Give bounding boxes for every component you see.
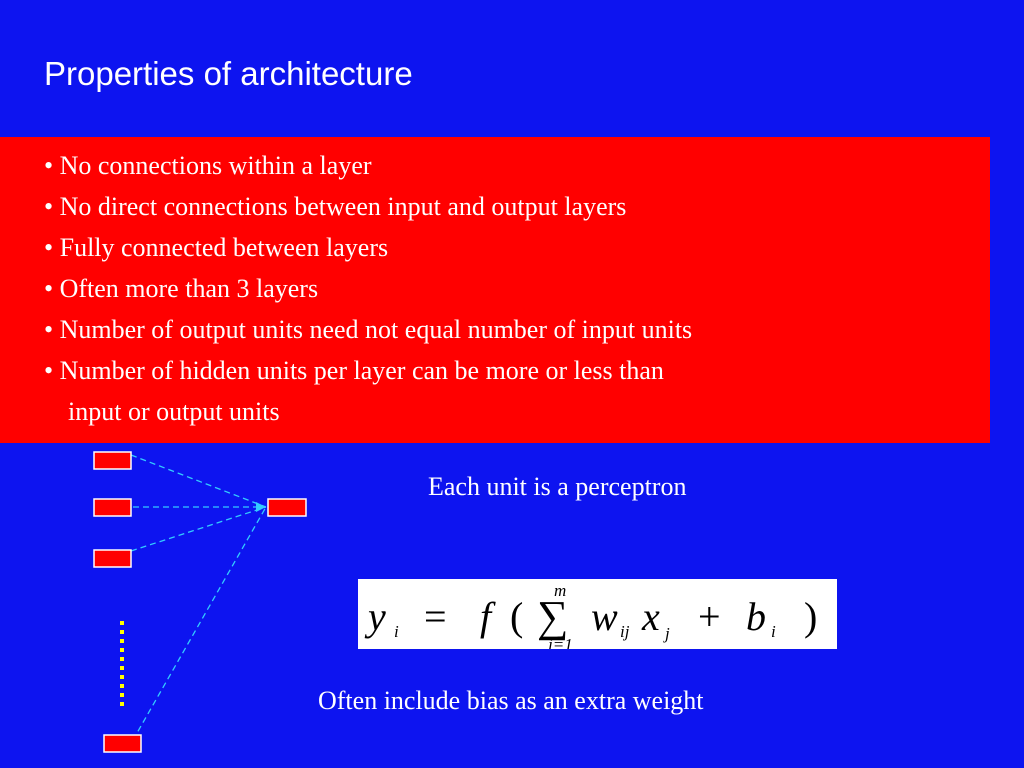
bullet-box: • No connections within a layer • No dir… xyxy=(0,137,990,443)
bullet-item: • No connections within a layer xyxy=(44,151,372,180)
connection-line xyxy=(130,454,267,508)
bullet-item-continuation: input or output units xyxy=(68,397,280,426)
bullet-item: • No direct connections between input an… xyxy=(44,192,627,221)
connection-line xyxy=(130,506,267,552)
bullet-item: • Fully connected between layers xyxy=(44,233,389,262)
bullet-item: • Number of output units need not equal … xyxy=(44,315,693,344)
formula-open-paren: ( xyxy=(510,594,523,639)
input-unit xyxy=(93,451,132,470)
formula-equals: = xyxy=(424,594,447,639)
arrowhead-icon xyxy=(256,502,266,512)
formula-input-sub: j xyxy=(663,624,670,643)
formula-weight-sub: ij xyxy=(620,622,630,641)
bias-caption: Often include bias as an extra weight xyxy=(318,686,704,715)
bullet-item: • Number of hidden units per layer can b… xyxy=(44,356,664,385)
perceptron-diagram xyxy=(93,451,307,753)
formula-func: f xyxy=(480,594,496,639)
input-unit xyxy=(93,498,132,517)
formula-sum-lower: j=1 xyxy=(546,635,573,649)
output-unit xyxy=(267,498,307,517)
formula-bias: b xyxy=(746,594,766,639)
formula-lhs: y xyxy=(364,594,386,639)
sum-icon: ∑ xyxy=(537,592,568,641)
formula-sum-upper: m xyxy=(554,581,566,600)
bullet-item: • Often more than 3 layers xyxy=(44,274,319,303)
slide-title: Properties of architecture xyxy=(44,55,413,92)
perceptron-formula: y i = f ( m ∑ j=1 w ij x j + b i ) xyxy=(364,581,817,649)
input-unit xyxy=(93,549,132,568)
formula-close-paren: ) xyxy=(804,594,817,639)
input-unit xyxy=(103,734,142,753)
connection-line xyxy=(132,506,267,741)
formula-box: y i = f ( m ∑ j=1 w ij x j + b i ) xyxy=(358,579,837,649)
formula-bias-sub: i xyxy=(771,622,776,641)
bullet-list: • No connections within a layer • No dir… xyxy=(44,145,692,432)
formula-lhs-sub: i xyxy=(394,622,399,641)
formula-plus: + xyxy=(698,594,721,639)
perceptron-caption: Each unit is a perceptron xyxy=(428,472,687,501)
formula-weight: w xyxy=(591,594,618,639)
formula-input: x xyxy=(641,594,660,639)
